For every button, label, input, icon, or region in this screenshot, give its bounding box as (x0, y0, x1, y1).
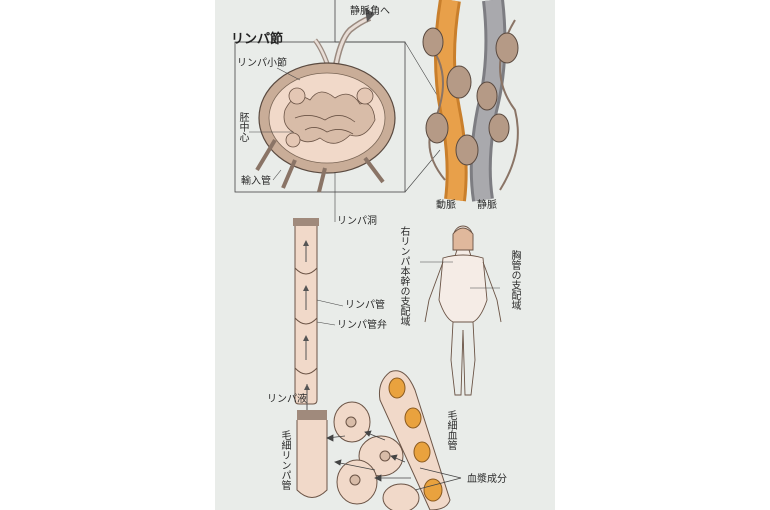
lymph-node-figure (234, 0, 441, 222)
flow-arrows (326, 430, 462, 491)
germinal-center-label: 胚中心 (237, 112, 248, 142)
lymph-vessel-figure (293, 218, 344, 498)
lymph-nodule-label: リンパ小節 (237, 58, 287, 69)
right-trunk-label: 右リンパ本幹の支配域 (398, 226, 409, 326)
blood-capillary (379, 370, 451, 510)
lymph-node-title: リンパ節 (231, 32, 284, 47)
textbook-page: 静脈角へ リンパ節 リンパ小節 胚中心 輸入管 リンパ洞 動脈 静脈 右リンパ本… (215, 0, 555, 510)
venous-angle-label: 静脈角へ (350, 6, 390, 17)
plasma-label: 血漿成分 (467, 474, 507, 485)
artery-label: 動脈 (436, 200, 456, 211)
afferent-vessel-label: 輸入管 (241, 176, 271, 187)
thoracic-duct-label: 胸管の支配域 (509, 250, 520, 310)
lymph-vessel-label: リンパ管 (345, 300, 385, 311)
lymph-valve-label: リンパ管弁 (337, 320, 387, 331)
tissue-cells (333, 401, 420, 510)
vein-label: 静脈 (477, 200, 497, 211)
lymph-fluid-label: リンパ液 (267, 394, 307, 405)
lymph-capillary-label: 毛細リンパ管 (279, 430, 290, 490)
blood-capillary-label: 毛細血管 (445, 410, 456, 450)
human-body-figure (424, 225, 502, 396)
artery-vein-figure (422, 0, 519, 202)
lymph-sinus-label: リンパ洞 (337, 216, 377, 227)
lymphatic-illustration (234, 0, 519, 510)
